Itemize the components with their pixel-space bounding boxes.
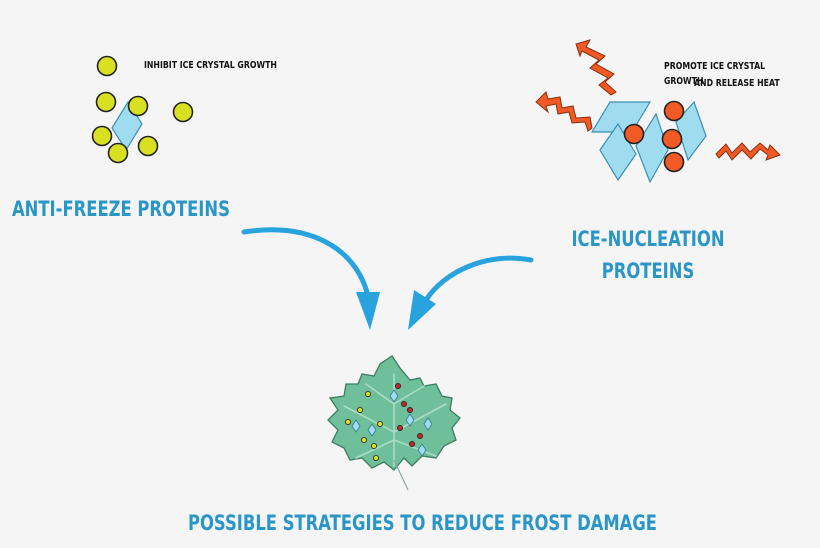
promote-label-line1: PROMOTE ICE CRYSTAL GROWTH bbox=[664, 61, 766, 87]
ice-crystal-icon bbox=[599, 122, 637, 182]
heat-zigzag-arrow-icon bbox=[575, 39, 617, 96]
orange-protein-dot-icon bbox=[623, 123, 645, 145]
inhibit-label: INHIBIT ICE CRYSTAL GROWTH bbox=[144, 60, 277, 71]
antifreeze-protein-dots bbox=[91, 55, 194, 164]
arrowhead-right-icon bbox=[408, 290, 436, 330]
ice-crystal-icon bbox=[635, 112, 669, 184]
ice-nucleation-cluster bbox=[535, 39, 781, 184]
converging-arrows bbox=[241, 227, 534, 303]
heat-zigzag-arrow-icon bbox=[535, 91, 593, 132]
yellow-protein-dot-icon bbox=[91, 125, 113, 147]
curved-arrow-left-icon bbox=[241, 227, 371, 299]
yellow-protein-dot-icon bbox=[95, 91, 117, 113]
yellow-protein-dot-icon bbox=[172, 101, 194, 123]
heat-waves bbox=[535, 39, 781, 161]
heat-zigzag-arrow-icon bbox=[715, 142, 781, 161]
curved-arrow-right-icon bbox=[423, 255, 534, 303]
orange-protein-dot-icon bbox=[663, 100, 685, 122]
antifreeze-title: ANTI-FREEZE PROTEINS bbox=[12, 197, 230, 221]
yellow-protein-dot-icon bbox=[96, 55, 118, 77]
yellow-protein-dot-icon bbox=[137, 135, 159, 157]
leaf-icon bbox=[327, 355, 461, 491]
promote-label-line2: AND RELEASE HEAT bbox=[694, 78, 780, 89]
yellow-protein-dot-icon bbox=[107, 142, 129, 164]
arrowhead-left-icon bbox=[356, 292, 380, 330]
ice-nucleation-title-line1: ICE-NUCLEATION bbox=[571, 227, 725, 251]
orange-protein-dot-icon bbox=[661, 128, 683, 150]
ice-crystal-icon bbox=[675, 100, 707, 162]
antifreeze-cluster bbox=[91, 55, 194, 164]
ice-nucleation-title-line2: PROTEINS bbox=[601, 259, 695, 283]
nucleation-protein-dots bbox=[623, 100, 685, 173]
footer-title: POSSIBLE STRATEGIES TO REDUCE FROST DAMA… bbox=[188, 511, 657, 535]
yellow-protein-dot-icon bbox=[127, 95, 149, 117]
orange-protein-dot-icon bbox=[663, 151, 685, 173]
